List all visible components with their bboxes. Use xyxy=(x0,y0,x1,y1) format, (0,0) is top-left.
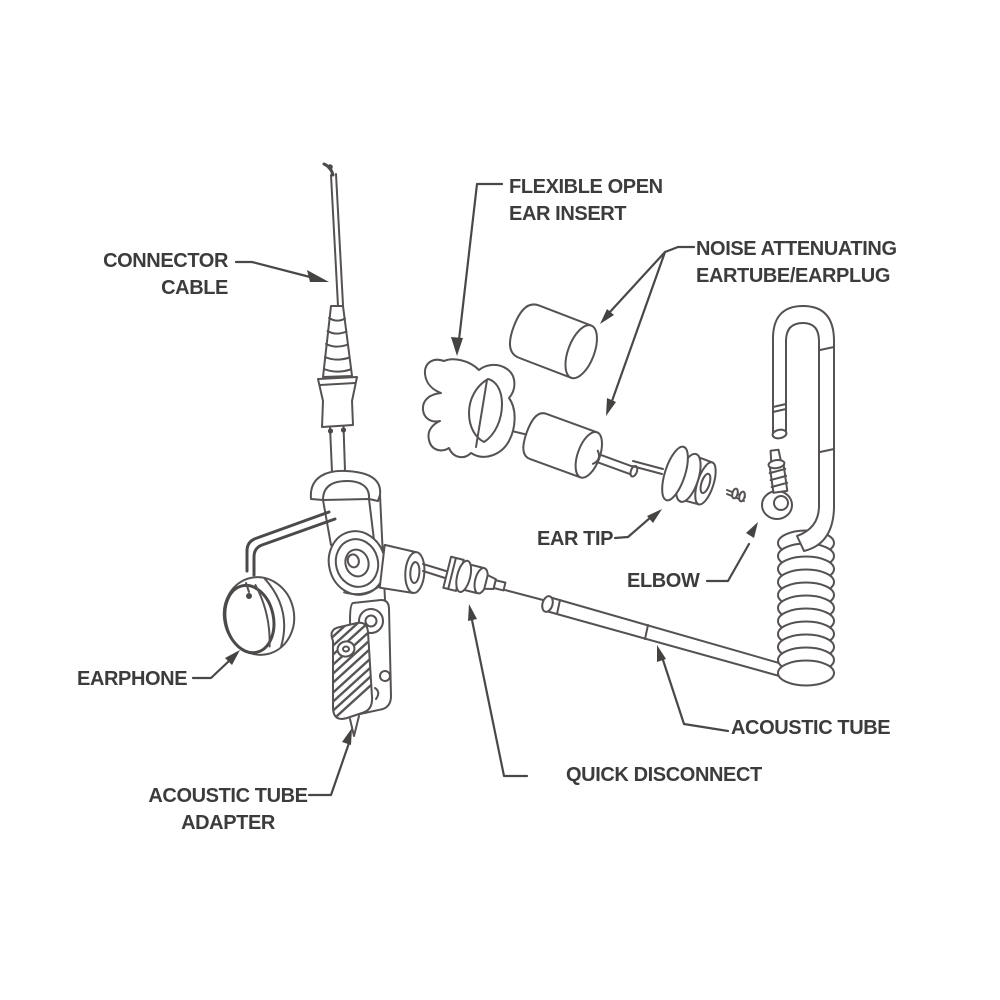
flexible-open-ear-insert-label: FLEXIBLE OPEN EAR INSERT xyxy=(509,174,663,228)
coiled-tube-drawing xyxy=(777,529,835,687)
acoustic-tube-adapter-label: ACOUSTIC TUBE ADAPTER xyxy=(148,783,308,837)
acoustic-tube-adapter-label-line2: ADAPTER xyxy=(181,812,275,834)
noise-attenuating-label-line2: EARTUBE/EARPLUG xyxy=(696,265,891,287)
quick-disconnect-label: QUICK DISCONNECT xyxy=(566,764,762,786)
leader-lines xyxy=(191,182,758,797)
acoustic-tube-label: ACOUSTIC TUBE xyxy=(731,717,891,739)
elbow-drawing xyxy=(761,448,793,520)
connector-cable-label-line1: CONNECTOR xyxy=(103,250,228,272)
quick-disconnect-drawing xyxy=(442,555,507,595)
flexible-open-ear-insert-label-line1: FLEXIBLE OPEN xyxy=(509,176,663,198)
elbow-label: ELBOW xyxy=(627,570,700,592)
noise-attenuating-label: NOISE ATTENUATING EARTUBE/EARPLUG xyxy=(696,236,897,290)
earphone-label: EARPHONE xyxy=(77,668,188,690)
acoustic-tube-drawing xyxy=(504,589,794,680)
acoustic-tube-adapter-label-line1: ACOUSTIC TUBE xyxy=(148,785,308,807)
connector-cable-drawing xyxy=(317,162,358,473)
acoustic-tube-adapter-drawing xyxy=(330,599,392,737)
eartube-hook-drawing xyxy=(771,305,835,552)
ear-tip-label: EAR TIP xyxy=(537,528,614,550)
noise-attenuating-label-line1: NOISE ATTENUATING xyxy=(696,238,897,260)
connector-cable-label-line2: CABLE xyxy=(161,277,228,299)
earphone-drawing xyxy=(222,576,296,656)
ear-tip-drawing xyxy=(631,445,746,506)
earphone-body-drawing xyxy=(245,469,447,601)
connector-cable-label: CONNECTOR CABLE xyxy=(96,248,228,302)
flexible-open-ear-insert-drawing xyxy=(421,358,516,459)
flexible-open-ear-insert-label-line2: EAR INSERT xyxy=(509,203,627,225)
earplug-drawing xyxy=(508,303,598,380)
